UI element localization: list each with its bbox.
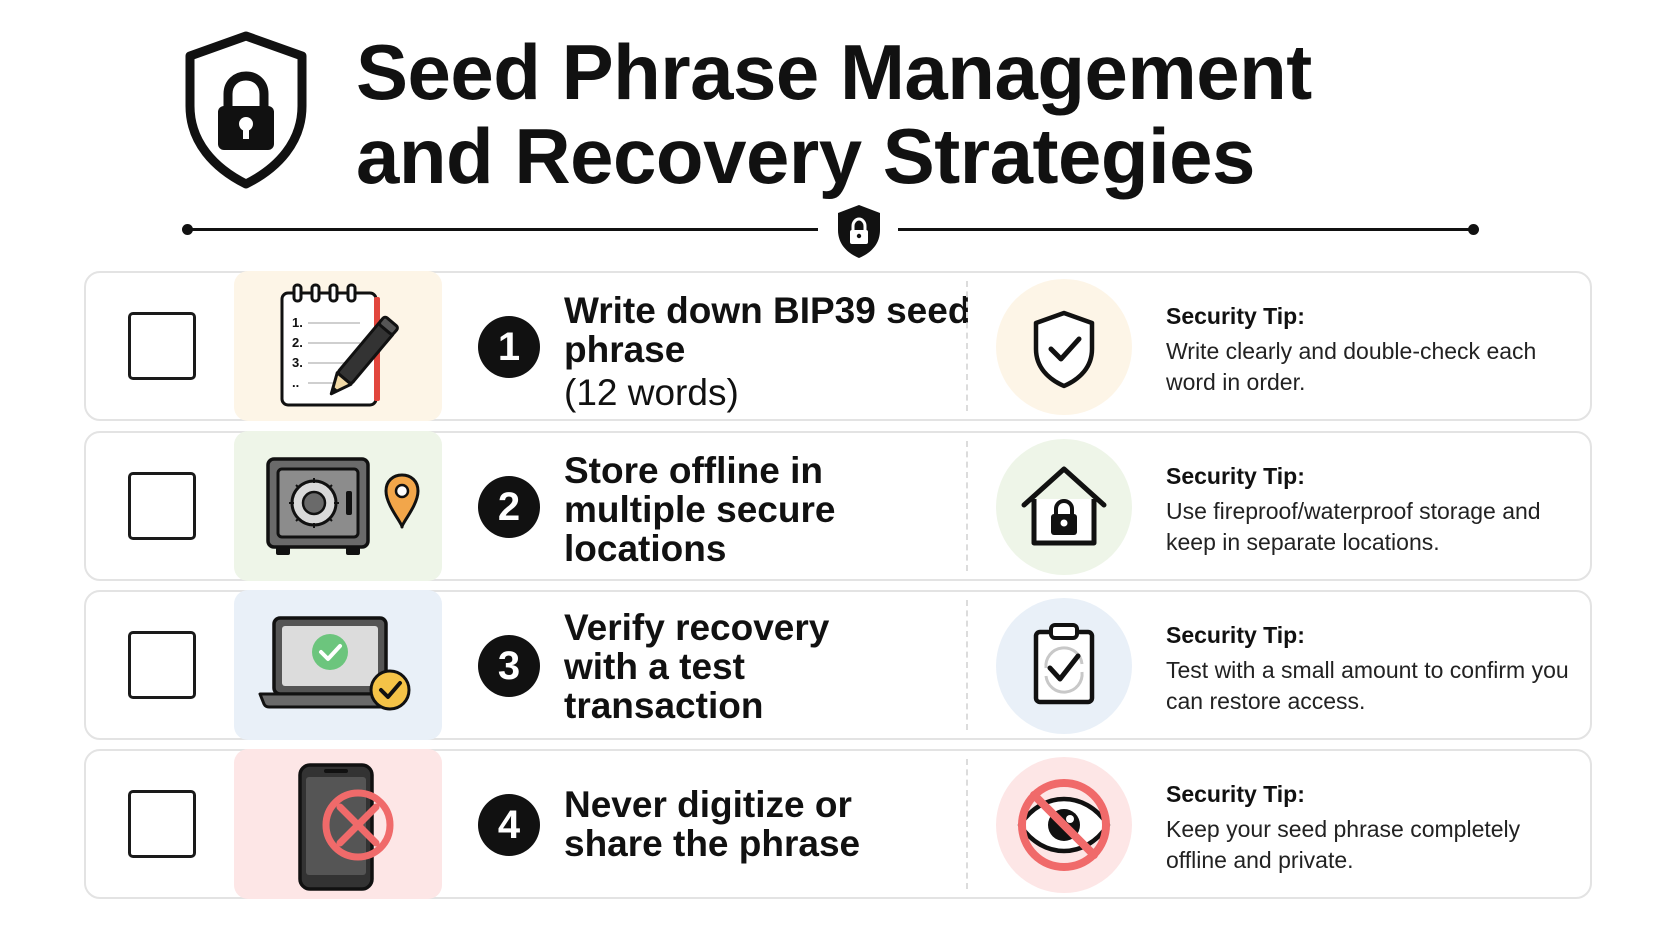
notepad-line-1: 1. [292, 315, 303, 330]
title-line-1: Seed Phrase Management [356, 28, 1312, 116]
notepad-line-4: .. [292, 375, 299, 390]
step-1-title-bold: Write down BIP39 seed phrase [564, 290, 971, 370]
divider-line-right [898, 228, 1474, 231]
shield-lock-icon [185, 31, 307, 189]
step-3-checkbox[interactable] [128, 631, 196, 699]
step-4-checkbox[interactable] [128, 790, 196, 858]
step-2-tip-text: Use fireproof/waterproof storage and kee… [1166, 498, 1541, 555]
notepad-line-2: 2. [292, 335, 303, 350]
step-1-tip: Security Tip: Write clearly and double-c… [1166, 301, 1586, 398]
row-separator [966, 759, 968, 889]
step-2-tip-icon-circle [996, 439, 1132, 575]
step-4-tip: Security Tip: Keep your seed phrase comp… [1166, 779, 1586, 876]
step-3-tip-icon-circle [996, 598, 1132, 734]
checklist-row-2: 2 Store offline in multiple secure locat… [84, 431, 1592, 581]
step-3-tip: Security Tip: Test with a small amount t… [1166, 620, 1586, 717]
step-3-title-bold: Verify recovery with a test transaction [564, 607, 830, 726]
shield-check-icon [1033, 310, 1095, 389]
step-4-title: Never digitize or share the phrase [564, 785, 1004, 863]
step-2-tip-label: Security Tip: [1166, 463, 1305, 489]
laptop-check-icon [258, 616, 411, 711]
eye-prohibited-icon [1017, 779, 1111, 871]
safe-location-pin-icon [266, 457, 420, 555]
step-3-number: 3 [478, 635, 540, 697]
header: Seed Phrase Management and Recovery Stra… [0, 0, 1672, 260]
divider-dot-right [1468, 224, 1479, 235]
title-line-2: and Recovery Strategies [356, 112, 1255, 200]
mini-shield-lock-icon [838, 205, 880, 258]
row-separator [966, 600, 968, 730]
clipboard-check-icon [1033, 623, 1095, 705]
step-4-tip-label: Security Tip: [1166, 781, 1305, 807]
step-1-checkbox[interactable] [128, 312, 196, 380]
notepad-line-3: 3. [292, 355, 303, 370]
row-separator [966, 441, 968, 571]
step-1-tip-label: Security Tip: [1166, 303, 1305, 329]
step-1-number: 1 [478, 316, 540, 378]
page-title: Seed Phrase Management and Recovery Stra… [356, 30, 1556, 198]
step-3-tip-label: Security Tip: [1166, 622, 1305, 648]
step-3-tip-text: Test with a small amount to confirm you … [1166, 657, 1569, 714]
step-2-title-bold: Store offline in multiple secure locatio… [564, 450, 836, 569]
checklist-row-4: 4 Never digitize or share the phrase Sec… [84, 749, 1592, 899]
notepad-pencil-icon: 1. 2. 3. .. [280, 283, 399, 407]
divider-line-left [188, 228, 818, 231]
step-4-tip-icon-circle [996, 757, 1132, 893]
step-2-checkbox[interactable] [128, 472, 196, 540]
step-4-title-bold: Never digitize or share the phrase [564, 784, 861, 864]
step-4-number: 4 [478, 794, 540, 856]
step-1-title-normal: (12 words) [564, 372, 739, 413]
step-1-title: Write down BIP39 seed phrase (12 words) [564, 291, 1004, 412]
step-2-number: 2 [478, 476, 540, 538]
phone-prohibited-icon [298, 763, 394, 891]
step-3-illustration [234, 590, 442, 740]
step-4-illustration [234, 749, 442, 899]
checklist-row-1: 1. 2. 3. .. 1 Write down BIP39 seed phra… [84, 271, 1592, 421]
step-2-title: Store offline in multiple secure locatio… [564, 451, 1004, 568]
checklist-row-3: 3 Verify recovery with a test transactio… [84, 590, 1592, 740]
step-3-title: Verify recovery with a test transaction [564, 608, 1004, 725]
divider-dot-left [182, 224, 193, 235]
step-1-tip-icon-circle [996, 279, 1132, 415]
step-2-tip: Security Tip: Use fireproof/waterproof s… [1166, 461, 1586, 558]
row-separator [966, 281, 968, 411]
step-1-tip-text: Write clearly and double-check each word… [1166, 338, 1537, 395]
step-1-illustration: 1. 2. 3. .. [234, 271, 442, 421]
step-4-tip-text: Keep your seed phrase completely offline… [1166, 816, 1521, 873]
house-lock-icon [1021, 466, 1107, 546]
step-2-illustration [234, 431, 442, 581]
